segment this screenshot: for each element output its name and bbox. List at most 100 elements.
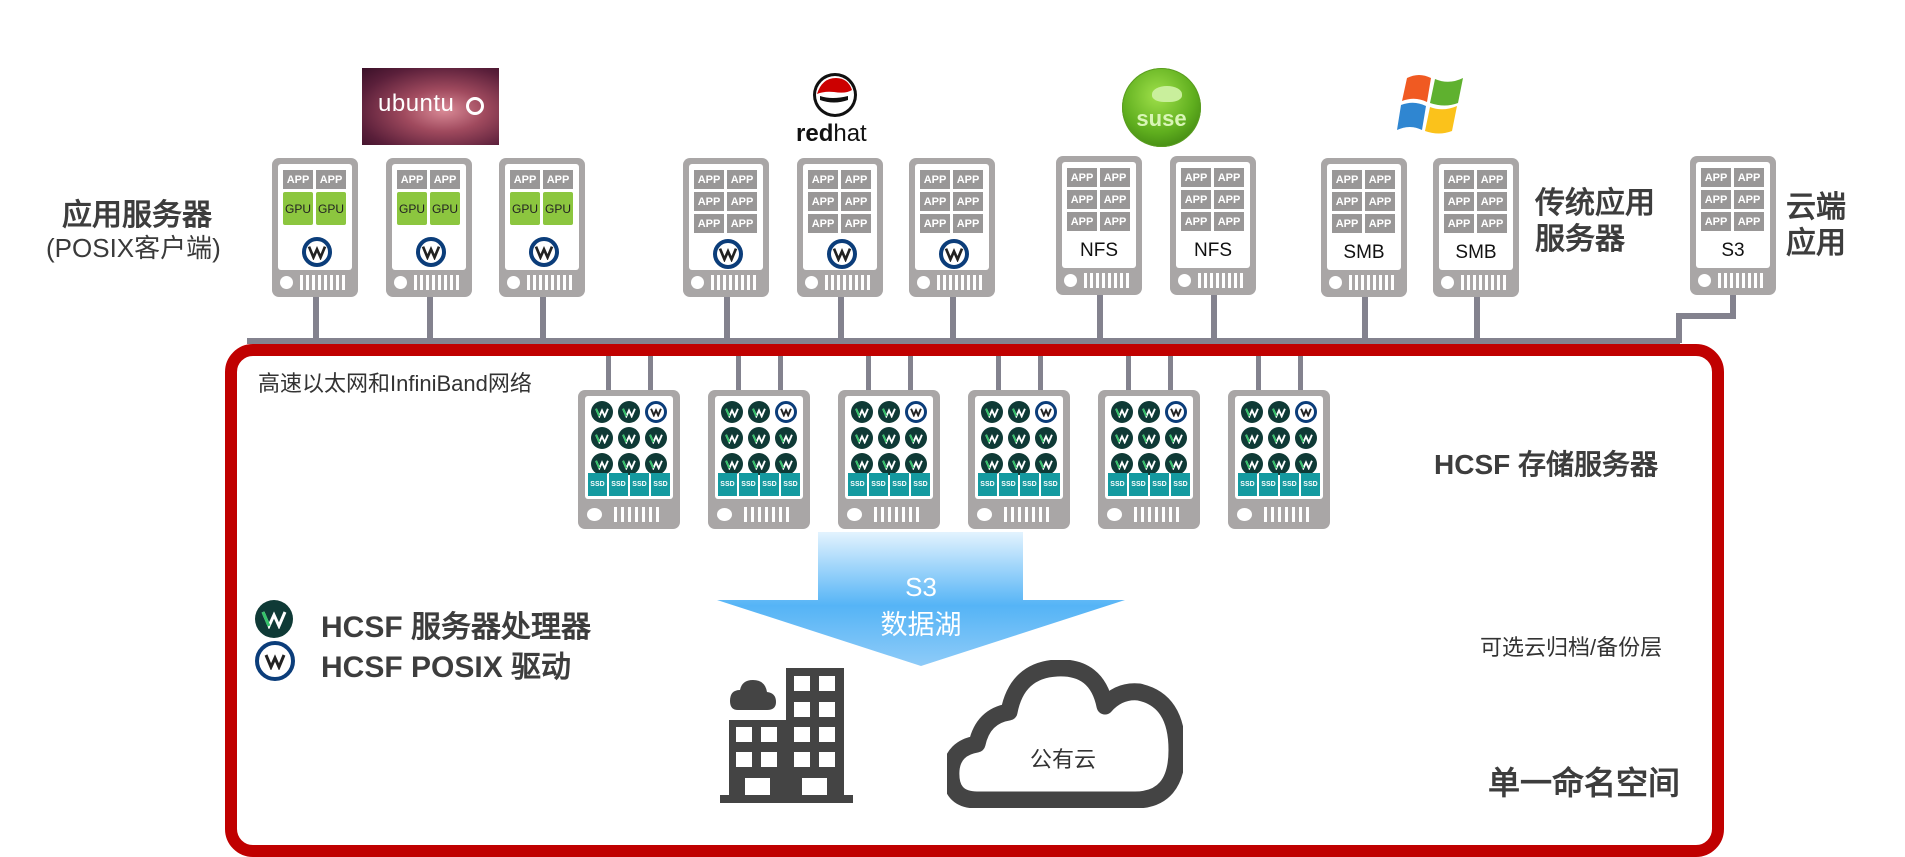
app-slot: APP bbox=[397, 170, 427, 189]
ssd-drive: SSD bbox=[1259, 473, 1278, 496]
public-cloud-icon bbox=[947, 660, 1183, 808]
storage-connector bbox=[908, 356, 913, 390]
storage-connector bbox=[1126, 356, 1131, 390]
hcsf-posix-driver-icon bbox=[529, 237, 559, 267]
gpu-slot: GPU bbox=[510, 192, 540, 225]
app-slot: APP bbox=[1067, 168, 1097, 187]
app-slot: APP bbox=[283, 170, 313, 189]
server-led-icon bbox=[917, 276, 930, 289]
storage-connector bbox=[1256, 356, 1261, 390]
processor-grid bbox=[721, 401, 797, 475]
app-slot: APP bbox=[953, 214, 983, 233]
ssd-drive: SSD bbox=[630, 473, 649, 496]
hcsf-processor-icon bbox=[981, 401, 1003, 423]
legend-processor-label: HCSF 服务器处理器 bbox=[321, 611, 591, 644]
server-vents bbox=[711, 275, 756, 290]
hcsf-processor-icon bbox=[851, 427, 873, 449]
app-slot: APP bbox=[316, 170, 346, 189]
ssd-drive: SSD bbox=[869, 473, 888, 496]
ubuntu-logo: ubuntu bbox=[362, 68, 499, 145]
app-slot: APP bbox=[1214, 212, 1244, 231]
data-lake-label: 数据湖 bbox=[880, 610, 962, 640]
hcsf-processor-icon bbox=[748, 401, 770, 423]
app-slot: APP bbox=[841, 214, 871, 233]
server-led-icon bbox=[1237, 508, 1252, 521]
storage-connector bbox=[1038, 356, 1043, 390]
server-vents bbox=[744, 507, 789, 522]
app-slot: APP bbox=[694, 192, 724, 211]
storage-connector bbox=[866, 356, 871, 390]
hcsf-processor-icon bbox=[748, 427, 770, 449]
app-slot: APP bbox=[1734, 190, 1764, 209]
hcsf-processor-icon bbox=[1111, 401, 1133, 423]
hcsf-processor-icon bbox=[1008, 427, 1030, 449]
hcsf-processor-icon bbox=[255, 600, 293, 638]
hcsf-processor-icon bbox=[618, 427, 640, 449]
hcsf-posix-driver-icon bbox=[416, 237, 446, 267]
hcsf-posix-driver-icon bbox=[939, 239, 969, 269]
processor-grid bbox=[981, 401, 1057, 475]
arrow-shape bbox=[717, 532, 1125, 666]
legend-posix-label: HCSF POSIX 驱动 bbox=[321, 651, 572, 684]
app-slot: APP bbox=[694, 170, 724, 189]
hcsf-processor-icon bbox=[775, 427, 797, 449]
server-connector bbox=[950, 297, 956, 338]
network-bus bbox=[247, 338, 1680, 344]
hcsf-posix-driver-icon bbox=[255, 641, 295, 681]
server-connector bbox=[838, 297, 844, 338]
app-slot: APP bbox=[1181, 168, 1211, 187]
server-led-icon bbox=[587, 508, 602, 521]
app-slot: APP bbox=[953, 192, 983, 211]
server-vents bbox=[614, 507, 659, 522]
ssd-drive: SSD bbox=[1041, 473, 1060, 496]
server-vents bbox=[1198, 273, 1243, 288]
cloud-label-line1: 云端 bbox=[1786, 191, 1846, 224]
app-servers-title: 应用服务器 bbox=[62, 199, 212, 232]
storage-connector bbox=[648, 356, 653, 390]
app-slot: APP bbox=[1365, 192, 1395, 211]
hcsf-processor-icon bbox=[1035, 427, 1057, 449]
hcsf-posix-driver-icon bbox=[905, 401, 927, 423]
app-slot: APP bbox=[920, 192, 950, 211]
hcsf-processor-icon bbox=[851, 401, 873, 423]
hcsf-processor-icon bbox=[878, 427, 900, 449]
server-led-icon bbox=[394, 276, 407, 289]
hcsf-processor-icon bbox=[1111, 427, 1133, 449]
hcsf-processor-icon bbox=[1295, 453, 1317, 475]
server-led-icon bbox=[805, 276, 818, 289]
server-connector bbox=[1211, 295, 1217, 338]
hcsf-processor-icon bbox=[1241, 427, 1263, 449]
gpu-slot: GPU bbox=[543, 192, 573, 225]
server-led-icon bbox=[691, 276, 704, 289]
app-slot: APP bbox=[1444, 214, 1474, 233]
hcsf-processor-icon bbox=[1295, 427, 1317, 449]
app-slot: APP bbox=[1734, 212, 1764, 231]
hcsf-posix-driver-icon bbox=[1035, 401, 1057, 423]
hcsf-processor-icon bbox=[1268, 427, 1290, 449]
hcsf-processor-icon bbox=[1165, 453, 1187, 475]
hcsf-processor-icon bbox=[775, 453, 797, 475]
storage-connector bbox=[996, 356, 1001, 390]
ssd-drive: SSD bbox=[651, 473, 670, 496]
protocol-label: SMB bbox=[1343, 242, 1385, 263]
suse-logo: suse bbox=[1122, 68, 1201, 147]
server-led-icon bbox=[1107, 508, 1122, 521]
